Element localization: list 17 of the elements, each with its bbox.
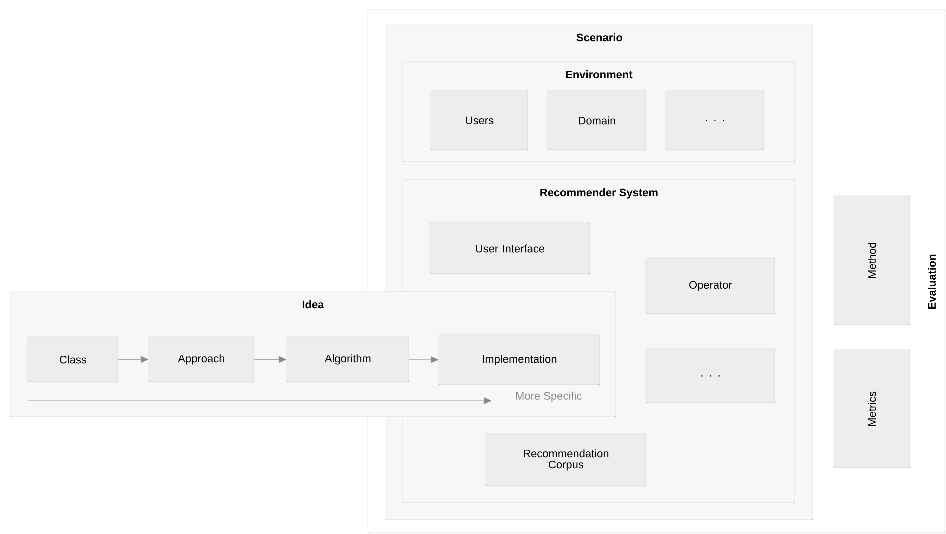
component-box: . . . [666,91,764,150]
component-box: Method [834,196,910,326]
component-box: Users [431,91,528,150]
component-box: User Interface [430,223,590,274]
component-box: Approach [149,337,254,382]
arrow [118,356,149,364]
component-box: . . . [646,349,776,404]
component-box: Class [28,337,118,382]
component-box: Operator [646,258,776,314]
component-box: Metrics [834,350,910,468]
component-box: Implementation [439,335,600,386]
arrow-label: More Specific [516,392,582,402]
component-box: Recommendation Corpus [486,434,646,486]
component-box: Domain [548,91,646,150]
component-box: Algorithm [287,337,410,382]
arrow [409,356,439,364]
arrow [254,356,287,364]
